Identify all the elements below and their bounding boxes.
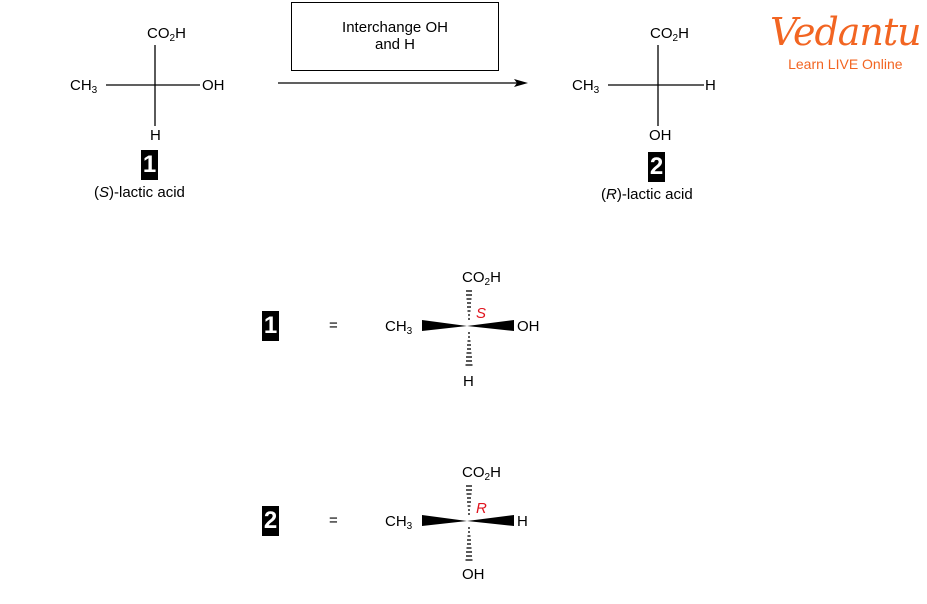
wedge1-left-group: CH3 [385,318,413,337]
fischer2-bottom-group: OH [649,127,672,144]
fischer2-right-group: H [705,77,716,94]
wedge1-bottom-group: H [463,373,474,390]
fischer1-left-group: CH3 [70,77,98,96]
logo-tagline: Learn LIVE Online [788,56,903,72]
wedge1-down-hash [465,332,473,366]
wedge2-right-group: H [517,513,528,530]
compound-number-1: 1 [141,150,158,180]
wedge1-number: 1 [262,311,279,341]
arrow-head-icon [514,79,528,87]
fischer1-bottom-group: H [150,127,161,144]
wedge2-equals: = [329,512,338,529]
conditions-line-2: and H [374,36,416,53]
wedge1-right-group: OH [517,318,540,335]
wedge1-top-group: CO2H [462,269,501,288]
reaction-conditions-box: Interchange OH and H [291,2,499,71]
wedge2-bottom-group: OH [462,566,485,583]
wedge2-left-wedge [422,515,467,526]
fischer2-left-group: CH3 [572,77,600,96]
wedge2-bonds [422,485,514,561]
compound2-caption: (R)-lactic acid [601,186,693,203]
wedge2-right-wedge [467,515,514,526]
wedge1-equals: = [329,317,338,334]
conditions-line-1: Interchange OH [342,19,448,36]
wedge2-descriptor: R [476,500,487,517]
fischer2-top-group: CO2H [650,25,689,44]
fischer1-right-group: OH [202,77,225,94]
wedge1-left-wedge [422,320,467,331]
wedge2-down-hash [465,527,473,561]
logo-brand: Vedantu [770,10,922,54]
vedantu-logo: Vedantu Learn LIVE Online [770,10,922,72]
compound-number-2: 2 [648,152,665,182]
wedge1-up-hash [466,290,472,320]
fischer1-top-group: CO2H [147,25,186,44]
wedge2-up-hash [466,485,472,515]
wedge2-left-group: CH3 [385,513,413,532]
wedge1-descriptor: S [476,305,487,322]
wedge2-number: 2 [262,506,279,536]
wedge2-top-group: CO2H [462,464,501,483]
wedge1-bonds [422,290,514,366]
wedge1-right-wedge [467,320,514,331]
compound1-caption: (S)-lactic acid [94,184,185,201]
